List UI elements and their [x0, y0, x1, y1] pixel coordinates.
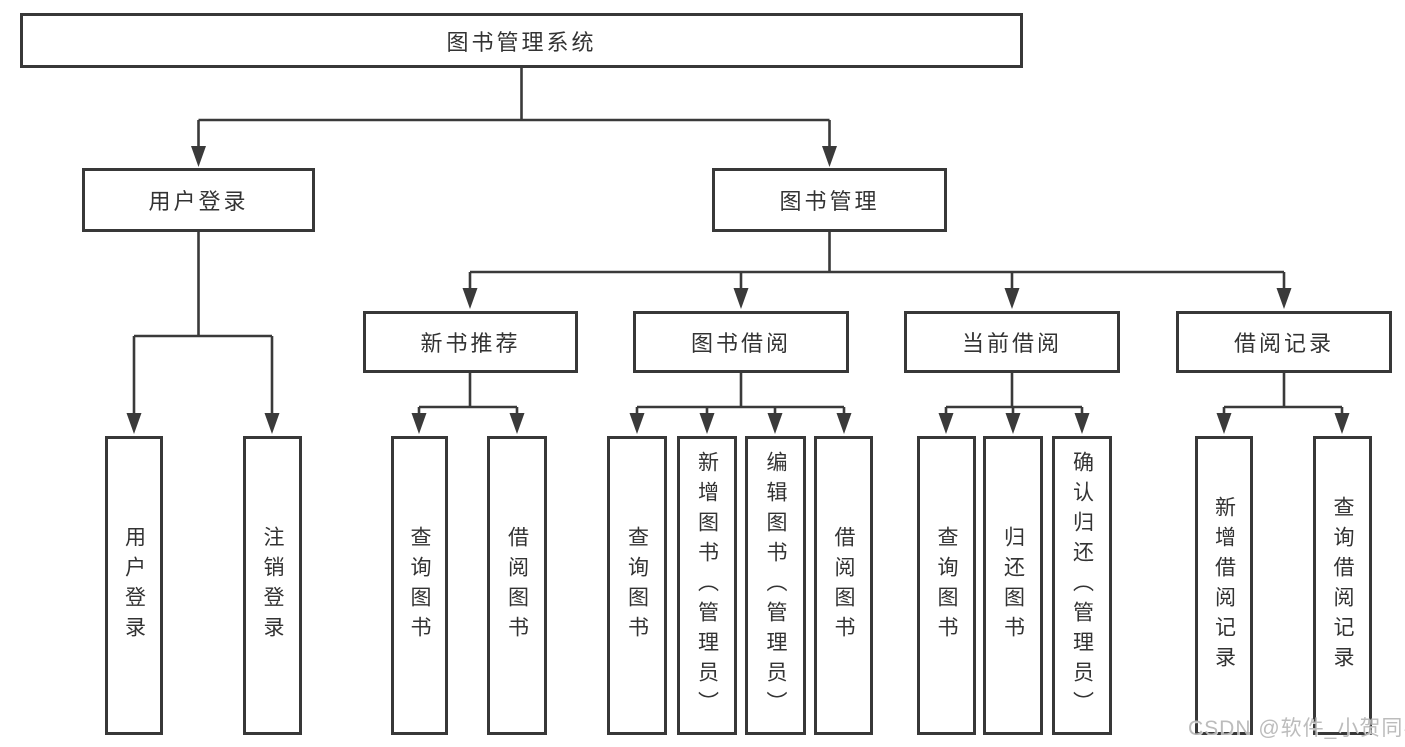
- leaf-add-book-admin: 新增图书（管理员）: [677, 436, 737, 735]
- node-book-management: 图书管理: [712, 168, 947, 232]
- node-current-borrow: 当前借阅: [904, 311, 1120, 373]
- leaf-confirm-return-admin: 确认归还（管理员）: [1052, 436, 1112, 735]
- arrowheads: [126, 146, 1350, 434]
- leaf-add-borrow-record: 新增借阅记录: [1195, 436, 1253, 735]
- leaf-logout: 注销登录: [243, 436, 302, 735]
- leaf-query-books: 查询图书: [391, 436, 448, 735]
- node-book-borrow: 图书借阅: [633, 311, 849, 373]
- leaf-user-login: 用户登录: [105, 436, 163, 735]
- leaf-return-book: 归还图书: [983, 436, 1043, 735]
- node-borrow-records: 借阅记录: [1176, 311, 1392, 373]
- leaf-borrow-book: 借阅图书: [487, 436, 547, 735]
- leaf-borrow-book: 借阅图书: [814, 436, 873, 735]
- watermark: CSDN @软件_小贺同学: [1188, 717, 1405, 740]
- leaf-query-borrow-record: 查询借阅记录: [1313, 436, 1372, 735]
- leaf-query-books: 查询图书: [607, 436, 667, 735]
- leaf-edit-book-admin: 编辑图书（管理员）: [745, 436, 806, 735]
- leaf-query-books: 查询图书: [917, 436, 976, 735]
- node-user-login: 用户登录: [82, 168, 315, 232]
- node-new-book-recommend: 新书推荐: [363, 311, 578, 373]
- root-node-library-system: 图书管理系统: [20, 13, 1023, 68]
